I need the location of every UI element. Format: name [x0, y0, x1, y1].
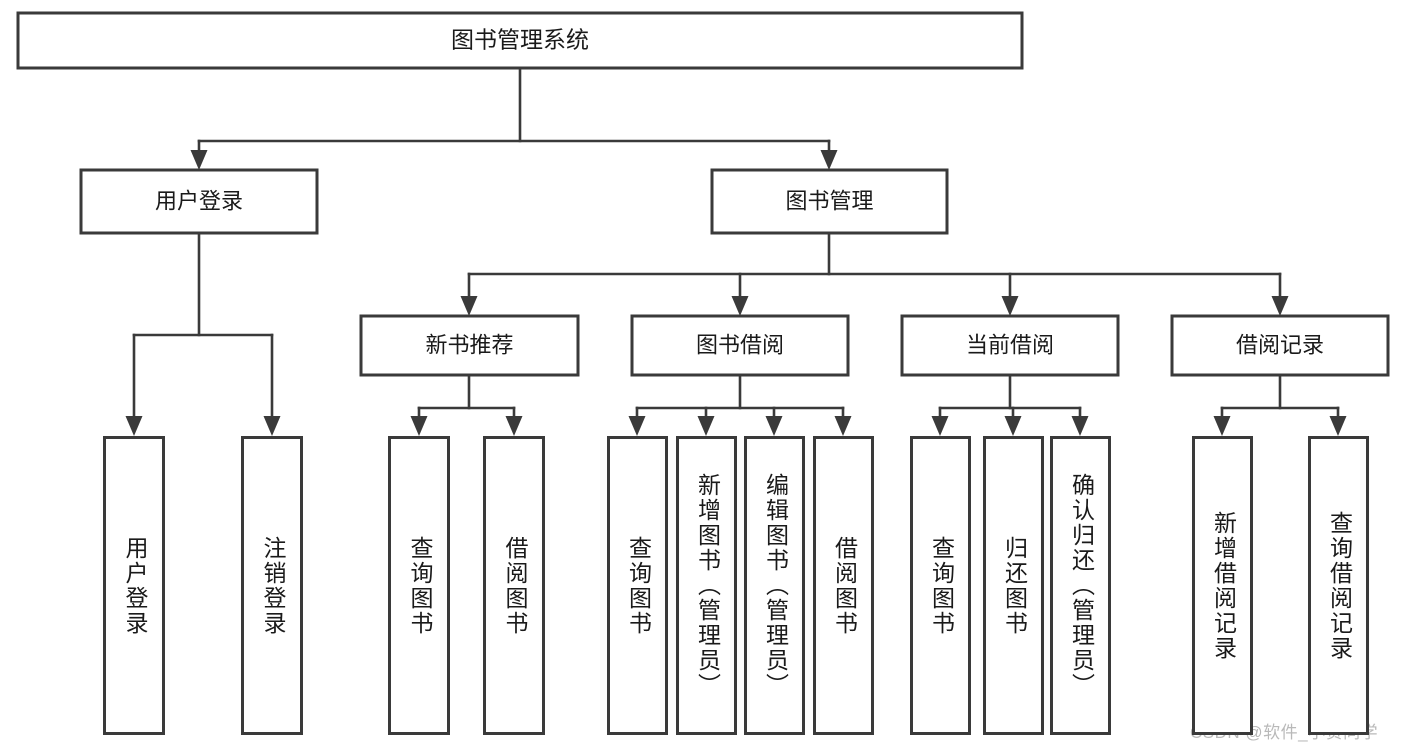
leaf-label-wrap: 查询借阅记录 [1311, 439, 1366, 732]
leaf-confirm-return[interactable]: 确认归还（管理员） [1050, 436, 1111, 735]
node-label-borrow-record: 借阅记录 [1236, 332, 1324, 357]
arrowhead-arr-leaf-13 [1329, 416, 1347, 436]
arrowhead-arr-leaf-6 [697, 416, 715, 436]
leaf-return-book-label: 归还图书 [1001, 535, 1028, 636]
leaf-borrow-book-label: 借阅图书 [831, 535, 858, 636]
node-box-book-manage [710, 168, 949, 235]
arrowhead-arr-leaf-4 [505, 416, 523, 436]
arrowhead-arr-new-book-rec [460, 296, 478, 316]
node-book-manage[interactable]: 图书管理 [710, 168, 949, 235]
node-box-borrow-record [1170, 314, 1390, 377]
node-current-borrow[interactable]: 当前借阅 [900, 314, 1120, 377]
leaf-label-wrap: 注销登录 [244, 439, 300, 732]
leaf-label-wrap: 归还图书 [986, 439, 1041, 732]
connector-bus-user-login [132, 231, 274, 337]
leaf-user-login-label: 用户登录 [121, 535, 148, 636]
arrowhead-layer [125, 150, 1347, 436]
arrowhead-arr-leaf-7 [765, 416, 783, 436]
connector-bus-new-book-rec [417, 373, 516, 410]
arrowhead-arr-leaf-2 [263, 416, 281, 436]
leaf-edit-book-label: 编辑图书（管理员） [762, 473, 789, 698]
arrowhead-arr-current-borrow [1001, 296, 1019, 316]
arrowhead-arr-leaf-3 [410, 416, 428, 436]
leaf-label-wrap: 查询图书 [391, 439, 447, 732]
arrowhead-arr-leaf-12 [1213, 416, 1231, 436]
leaf-return-book[interactable]: 归还图书 [983, 436, 1044, 735]
leaf-label-wrap: 用户登录 [106, 439, 162, 732]
node-box-new-book-rec [359, 314, 580, 377]
node-new-book-rec[interactable]: 新书推荐 [359, 314, 580, 377]
arrowhead-arr-leaf-8 [834, 416, 852, 436]
node-root[interactable]: 图书管理系统 [16, 11, 1024, 70]
arrowhead-arr-leaf-11 [1071, 416, 1089, 436]
leaf-add-record-label: 新增借阅记录 [1210, 510, 1237, 661]
leaf-edit-book[interactable]: 编辑图书（管理员） [744, 436, 805, 735]
node-box-book-borrow [630, 314, 850, 377]
arrowhead-arr-leaf-1 [125, 416, 143, 436]
connector-bus-borrow-record [1220, 373, 1340, 410]
leaf-query-book-current-label: 查询图书 [928, 535, 955, 636]
arrowhead-arr-leaf-5 [628, 416, 646, 436]
leaf-query-book-borrow-label: 查询图书 [625, 535, 652, 636]
connector-bus-book-borrow [635, 373, 845, 410]
leaf-add-record[interactable]: 新增借阅记录 [1192, 436, 1253, 735]
arrowhead-arr-leaf-10 [1004, 416, 1022, 436]
node-label-current-borrow: 当前借阅 [966, 332, 1054, 357]
leaf-add-book[interactable]: 新增图书（管理员） [676, 436, 737, 735]
leaf-logout-label: 注销登录 [259, 535, 286, 636]
connector-layer [132, 66, 1340, 420]
leaf-user-login[interactable]: 用户登录 [103, 436, 165, 735]
node-label-root: 图书管理系统 [451, 27, 589, 53]
node-box-current-borrow [900, 314, 1120, 377]
node-label-new-book-rec: 新书推荐 [425, 332, 513, 357]
leaf-add-book-label: 新增图书（管理员） [694, 473, 721, 698]
leaf-borrow-book[interactable]: 借阅图书 [813, 436, 874, 735]
connector-bus-book-manage [467, 231, 1282, 276]
leaf-query-book-borrow[interactable]: 查询图书 [607, 436, 668, 735]
leaf-logout[interactable]: 注销登录 [241, 436, 303, 735]
leaf-label-wrap: 确认归还（管理员） [1053, 439, 1108, 732]
node-label-book-manage: 图书管理 [785, 188, 873, 213]
arrowhead-arr-book-manage [820, 150, 838, 170]
arrowhead-arr-borrow-record [1271, 296, 1289, 316]
leaf-borrow-book-rec-label: 借阅图书 [501, 535, 528, 636]
leaf-label-wrap: 查询图书 [610, 439, 665, 732]
leaf-query-record-label: 查询借阅记录 [1326, 510, 1353, 661]
node-label-book-borrow: 图书借阅 [696, 332, 784, 357]
leaf-borrow-book-rec[interactable]: 借阅图书 [483, 436, 545, 735]
leaf-label-wrap: 查询图书 [913, 439, 968, 732]
leaf-label-wrap: 新增图书（管理员） [679, 439, 734, 732]
leaf-label-wrap: 借阅图书 [816, 439, 871, 732]
leaf-label-wrap: 借阅图书 [486, 439, 542, 732]
leaf-query-book-rec-label: 查询图书 [406, 535, 433, 636]
node-user-login[interactable]: 用户登录 [79, 168, 319, 235]
leaf-label-wrap: 新增借阅记录 [1195, 439, 1250, 732]
node-box-root [16, 11, 1024, 70]
leaf-label-wrap: 编辑图书（管理员） [747, 439, 802, 732]
node-book-borrow[interactable]: 图书借阅 [630, 314, 850, 377]
arrowhead-arr-book-borrow [731, 296, 749, 316]
node-box-user-login [79, 168, 319, 235]
node-label-user-login: 用户登录 [155, 188, 243, 213]
leaf-query-book-current[interactable]: 查询图书 [910, 436, 971, 735]
node-borrow-record[interactable]: 借阅记录 [1170, 314, 1390, 377]
leaf-query-book-rec[interactable]: 查询图书 [388, 436, 450, 735]
arrowhead-arr-user-login [190, 150, 208, 170]
arrowhead-arr-leaf-9 [931, 416, 949, 436]
leaf-query-record[interactable]: 查询借阅记录 [1308, 436, 1369, 735]
leaf-confirm-return-label: 确认归还（管理员） [1068, 473, 1095, 698]
connector-bus-current-borrow [938, 373, 1082, 410]
connector-bus-root [197, 66, 831, 143]
